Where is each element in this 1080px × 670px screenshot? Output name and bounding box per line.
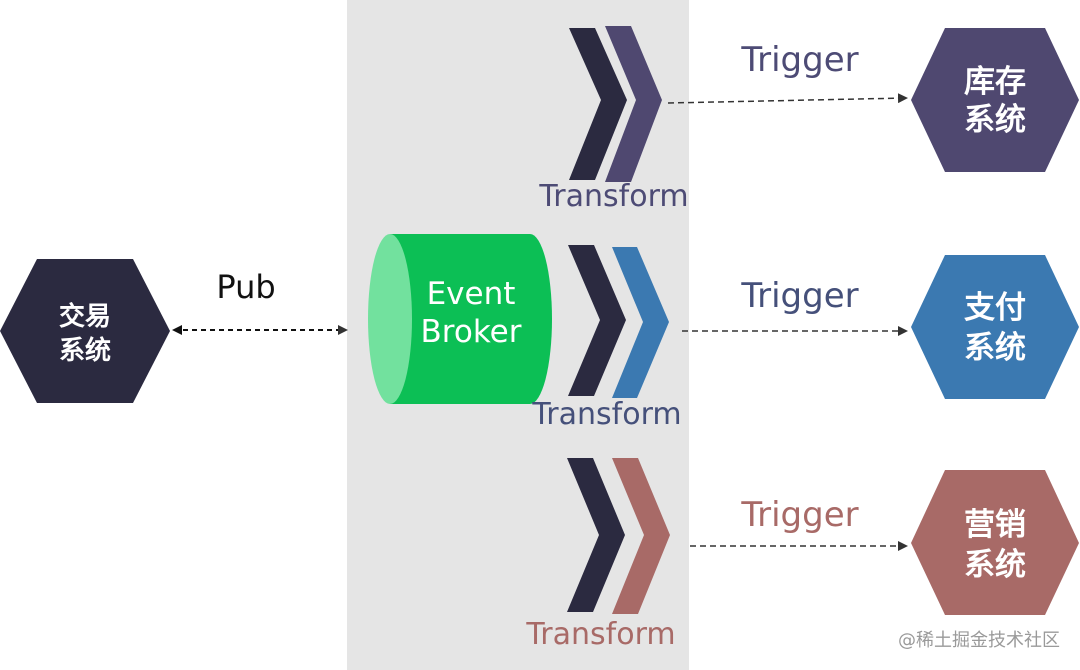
- broker-cylinder-cap: [368, 234, 412, 404]
- inventory-hexagon-icon: [911, 28, 1079, 172]
- trigger-label: Trigger: [740, 40, 858, 80]
- broker-label-line2: Broker: [421, 314, 522, 350]
- watermark: @稀土掘金技术社区: [898, 630, 1060, 651]
- transform-chevron-color-icon: [605, 26, 662, 182]
- source-label-line2: 系统: [59, 335, 111, 366]
- source-system-node: 交易 系统: [0, 259, 170, 403]
- target-label-line2: 系统: [964, 102, 1026, 138]
- source-label-line1: 交易: [59, 301, 111, 332]
- event-broker-node: Event Broker: [368, 234, 552, 404]
- trigger-label: Trigger: [740, 276, 858, 316]
- transform-chevron-color-icon: [612, 458, 670, 614]
- transform-chevron-dark-icon: [568, 245, 626, 396]
- target-label-line1: 支付: [964, 290, 1026, 326]
- trigger-label: Trigger: [740, 495, 858, 535]
- source-hexagon-icon: [0, 259, 170, 403]
- target-label-line2: 系统: [964, 330, 1026, 366]
- transform-label: Transform: [531, 397, 681, 432]
- target-label-line2: 系统: [964, 547, 1026, 583]
- route-payment: Transform Trigger 支付 系统: [531, 245, 1079, 432]
- route-marketing: Transform Trigger 营销 系统: [525, 458, 1079, 652]
- transform-chevron-dark-icon: [569, 28, 627, 180]
- broker-cylinder-icon: [390, 234, 552, 404]
- payment-hexagon-icon: [911, 255, 1079, 399]
- target-label-line1: 营销: [964, 507, 1026, 543]
- trigger-connector: [667, 93, 908, 104]
- target-label-line1: 库存: [964, 64, 1026, 100]
- transform-chevron-color-icon: [612, 247, 669, 398]
- broker-label-line1: Event: [427, 276, 516, 312]
- transform-chevron-dark-icon: [567, 458, 625, 612]
- transform-label: Transform: [538, 179, 688, 214]
- route-inventory: Transform Trigger 库存 系统: [538, 26, 1079, 214]
- marketing-hexagon-icon: [911, 470, 1079, 615]
- pub-label: Pub: [216, 268, 275, 306]
- transform-label: Transform: [525, 617, 675, 652]
